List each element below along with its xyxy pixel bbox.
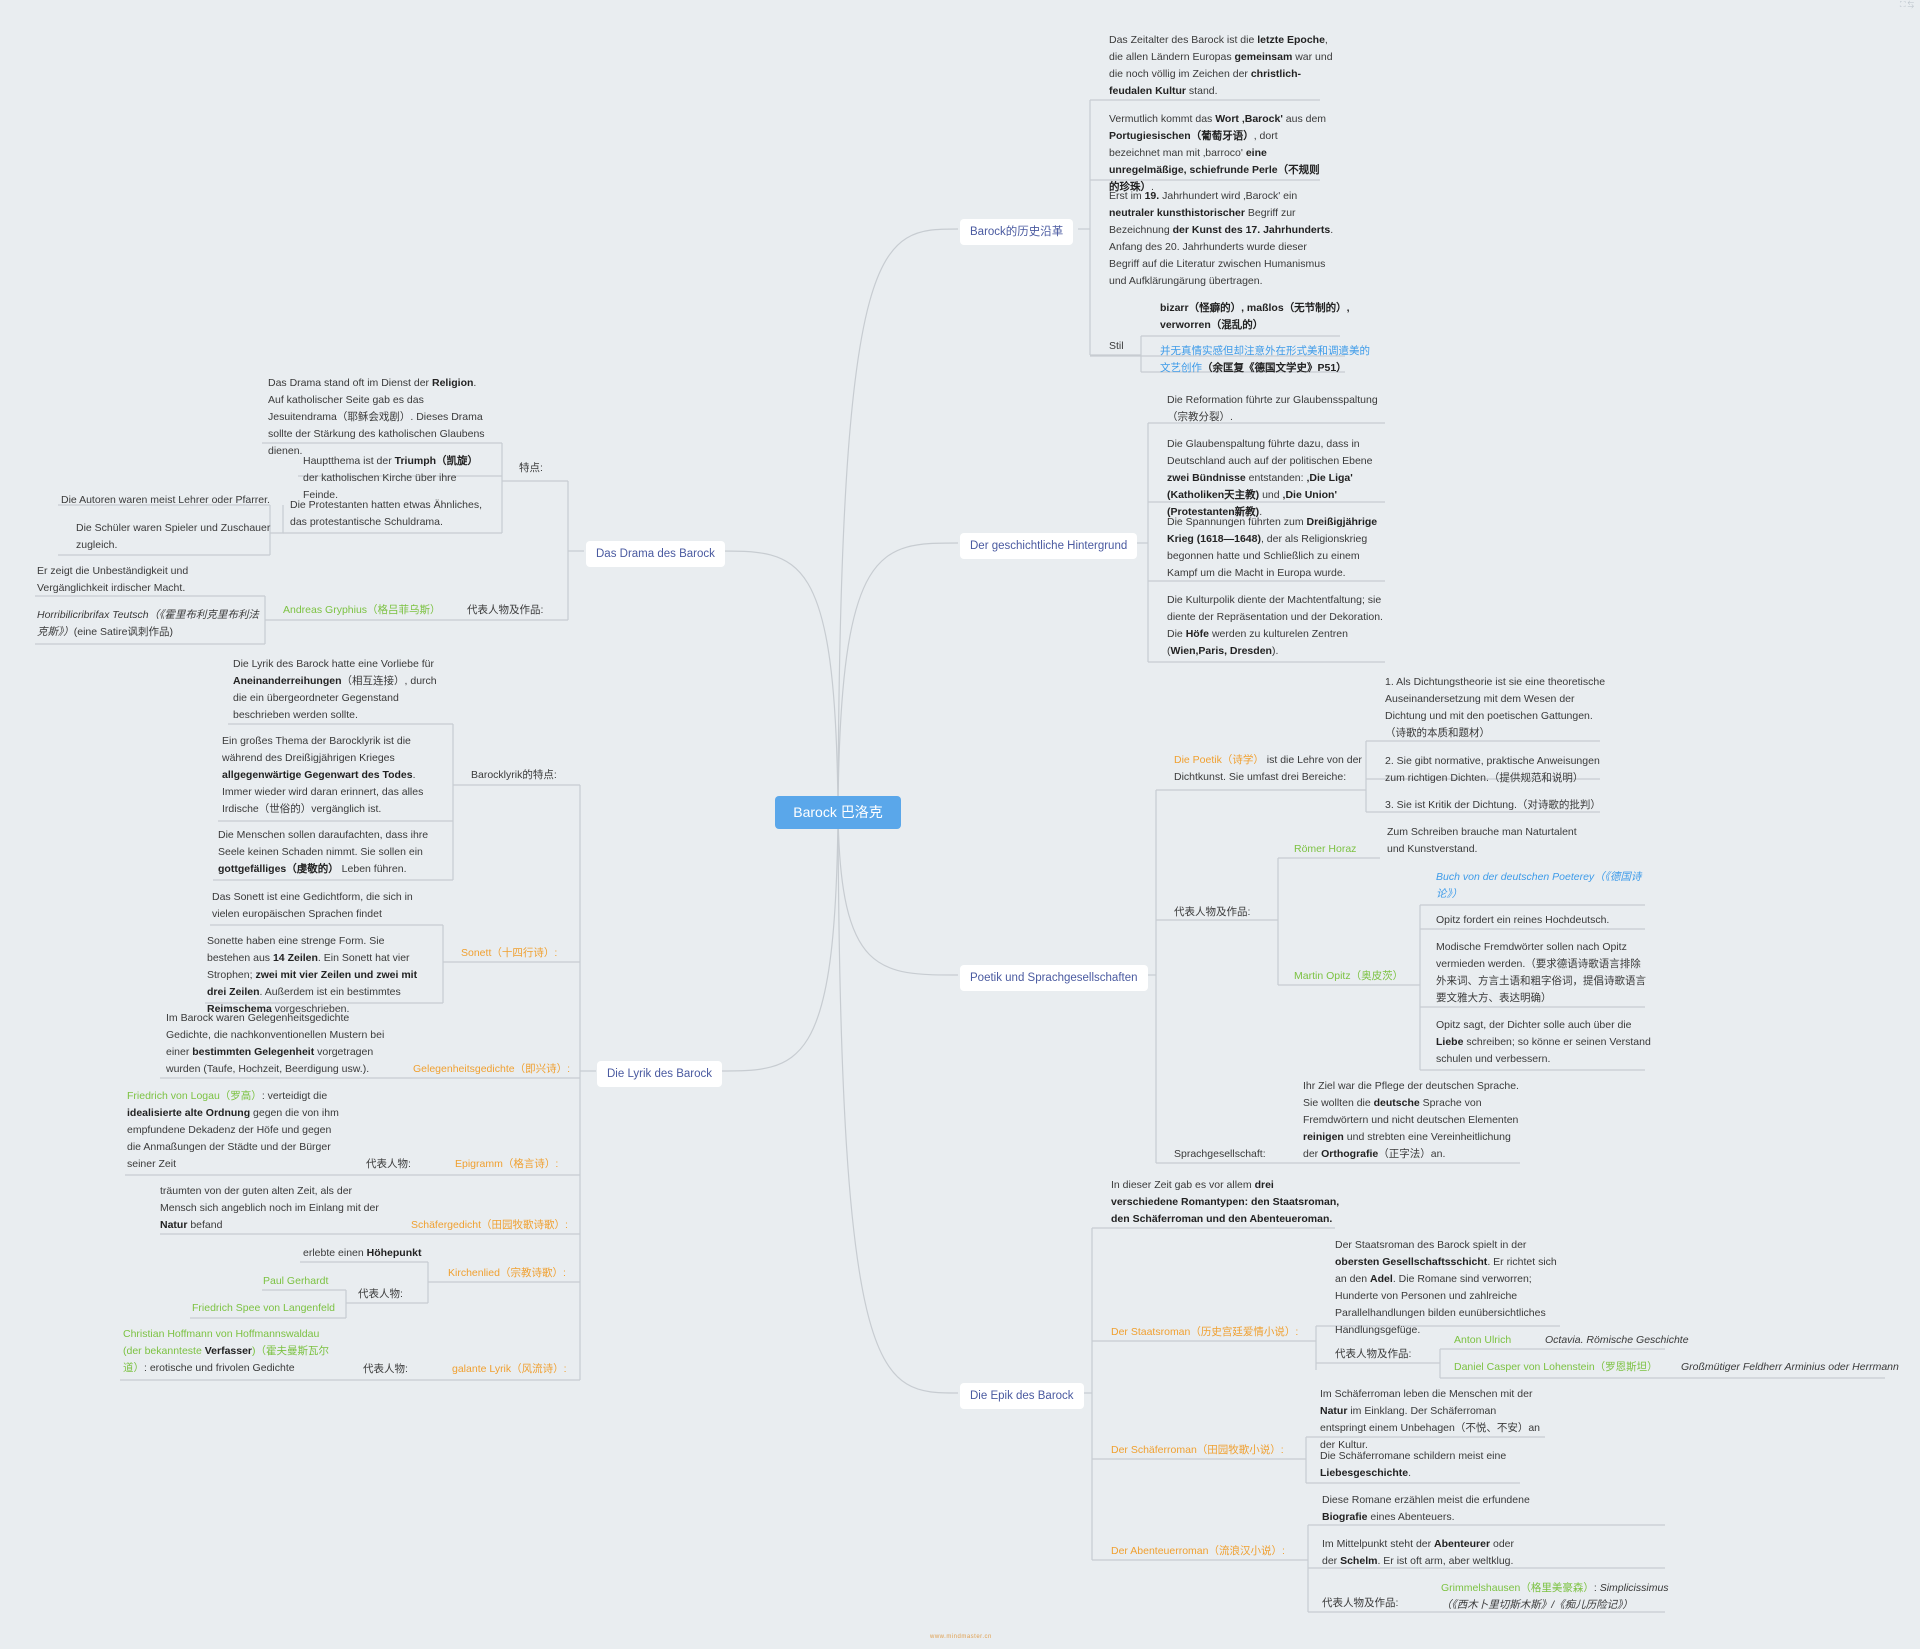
epik-aben-text-2: Im Mittelpunkt steht der Abenteurer oder… bbox=[1322, 1538, 1514, 1567]
epik-schaefer-text-2: Die Schäferromane schildern meist eine L… bbox=[1320, 1450, 1507, 1479]
epik-aben-text-1: Diese Romane erzählen meist die erfunden… bbox=[1322, 1494, 1530, 1523]
epik-staat-rep: 代表人物及作品: bbox=[1335, 1348, 1412, 1360]
lyrik-note-3: Die Menschen sollen daraufachten, dass i… bbox=[218, 829, 429, 875]
root-topic[interactable]: Barock 巴洛克 bbox=[775, 796, 901, 829]
lyrik-note-2: Ein großes Thema der Barocklyrik ist die… bbox=[222, 735, 424, 815]
lyrik-sch-label: Schäfergedicht（田园牧歌诗歌）: bbox=[411, 1219, 568, 1231]
epik-schaefer-label: Der Schäferroman（田园牧歌小说）: bbox=[1111, 1444, 1284, 1456]
epik-aben-label: Der Abenteuerroman（流浪汉小说）: bbox=[1111, 1545, 1285, 1557]
epik-daniel-work: Großmütiger Feldherr Arminius oder Herrm… bbox=[1681, 1361, 1899, 1373]
hinter-note-2: Die Glaubenspaltung führte dazu, dass in… bbox=[1167, 438, 1373, 518]
poetik-sprach-label: Sprachgesellschaft: bbox=[1174, 1148, 1266, 1160]
poetik-definition: Die Poetik（诗学） ist die Lehre von der Dic… bbox=[1174, 754, 1362, 783]
poetik-area-2: 2. Sie gibt normative, praktische Anweis… bbox=[1385, 755, 1600, 784]
sonett-note-2: Sonette haben eine strenge Form. Sie bes… bbox=[207, 935, 418, 1015]
history-note-1: Das Zeitalter des Barock ist die letzte … bbox=[1109, 34, 1333, 97]
opitz-note-1: Opitz fordert ein reines Hochdeutsch. bbox=[1436, 914, 1610, 926]
drama-note-4: Die Autoren waren meist Lehrer oder Pfar… bbox=[61, 494, 270, 506]
branch-poetik[interactable]: Poetik und Sprachgesellschaften bbox=[960, 965, 1148, 991]
branch-drama[interactable]: Das Drama des Barock bbox=[586, 541, 725, 567]
lyrik-note-1: Die Lyrik des Barock hatte eine Vorliebe… bbox=[233, 658, 437, 721]
lyrik-gel-label: Gelegenheitsgedichte（即兴诗）: bbox=[413, 1063, 570, 1075]
poetik-area-1: 1. Als Dichtungstheorie ist sie eine the… bbox=[1385, 676, 1606, 739]
gal-rep-label: 代表人物: bbox=[363, 1363, 408, 1375]
poetik-sprach-text: Ihr Ziel war die Pflege der deutschen Sp… bbox=[1303, 1080, 1519, 1160]
epik-anton-work: Octavia. Römische Geschichte bbox=[1545, 1334, 1689, 1346]
epik-grimm: Grimmelshausen（格里美豪森）: Simplicissimus（《西… bbox=[1441, 1582, 1669, 1611]
epik-staat-label: Der Staatsroman（历史宫廷爱情小说）: bbox=[1111, 1326, 1299, 1338]
poetik-area-3: 3. Sie ist Kritik der Dichtung.（对诗歌的批判） bbox=[1385, 799, 1601, 811]
drama-note-2: Hauptthema ist der Triumph（凯旋） der katho… bbox=[303, 455, 479, 501]
sch-text: träumten von der guten alten Zeit, als d… bbox=[160, 1185, 379, 1231]
branch-history[interactable]: Barock的历史沿革 bbox=[960, 219, 1074, 245]
gel-text: Im Barock waren Gelegenheitsgedichte Ged… bbox=[166, 1012, 385, 1075]
lyrik-merk-label: Barocklyrik的特点: bbox=[471, 769, 557, 781]
kirch-gerhardt: Paul Gerhardt bbox=[263, 1275, 329, 1287]
gal-text: Christian Hoffmann von Hoffmannswaldau (… bbox=[123, 1328, 330, 1374]
gryphius-note-2: Horribilicribrifax Teutsch（《霍里布利克里布利法克斯》… bbox=[37, 609, 259, 638]
history-stil-label: Stil bbox=[1109, 340, 1124, 352]
opitz-note-2: Modische Fremdwörter sollen nach Opitz v… bbox=[1436, 941, 1646, 1004]
hinter-note-4: Die Kulturpolik diente der Machtentfaltu… bbox=[1167, 594, 1383, 657]
kirch-rep-label: 代表人物: bbox=[358, 1288, 403, 1300]
hinter-note-1: Die Reformation führte zur Glaubensspalt… bbox=[1167, 394, 1378, 423]
poetik-opitz: Martin Opitz（奥皮茨） bbox=[1294, 970, 1404, 982]
epik-aben-rep: 代表人物及作品: bbox=[1322, 1597, 1399, 1609]
drama-merk-label: 特点: bbox=[519, 462, 543, 474]
drama-note-1: Das Drama stand oft im Dienst der Religi… bbox=[268, 377, 485, 457]
history-note-3: Erst im 19. Jahrhundert wird ‚Barock' ei… bbox=[1109, 190, 1334, 287]
lyrik-epi-label: Epigramm（格言诗）: bbox=[455, 1158, 559, 1170]
hinter-note-3: Die Spannungen führten zum Dreißigjährig… bbox=[1167, 516, 1378, 579]
lyrik-kirch-label: Kirchenlied（宗教诗歌）: bbox=[448, 1267, 566, 1279]
sonett-note-1: Das Sonett ist eine Gedichtform, die sic… bbox=[212, 891, 413, 920]
footer-watermark: www.mindmaster.cn bbox=[930, 1634, 992, 1640]
poetik-horaz: Römer Horaz bbox=[1294, 843, 1357, 855]
poetik-horaz-text: Zum Schreiben brauche man Naturtalent un… bbox=[1387, 826, 1577, 855]
history-stil-1: bizarr（怪癖的）, maßlos（无节制的）, verworren（混乱的… bbox=[1160, 302, 1350, 331]
epik-daniel: Daniel Casper von Lohenstein（罗恩斯坦） bbox=[1454, 1361, 1658, 1373]
drama-note-5: Die Schüler waren Spieler und Zuschauer … bbox=[76, 522, 271, 551]
history-note-2: Vermutlich kommt das Wort ‚Barock' aus d… bbox=[1109, 113, 1327, 193]
drama-note-3: Die Protestanten hatten etwas Ähnliches,… bbox=[290, 499, 483, 528]
drama-rep-label: 代表人物及作品: bbox=[467, 604, 544, 616]
window-controls-icon[interactable]: ⛶ ⇆ bbox=[1899, 0, 1914, 9]
epi-rep-label: 代表人物: bbox=[366, 1158, 411, 1170]
branch-lyrik[interactable]: Die Lyrik des Barock bbox=[597, 1061, 723, 1087]
epi-text: Friedrich von Logau（罗高）: verteidigt die … bbox=[127, 1090, 339, 1170]
history-stil-2: 并无真情实感但却注意外在形式美和调遣美的文艺创作（余匡复《德国文学史》P51） bbox=[1160, 345, 1370, 374]
opitz-note-3: Opitz sagt, der Dichter solle auch über … bbox=[1436, 1019, 1651, 1065]
lyrik-gal-label: galante Lyrik（风流诗）: bbox=[452, 1363, 567, 1375]
poetik-rep-label: 代表人物及作品: bbox=[1174, 906, 1251, 918]
drama-gryphius: Andreas Gryphius（格吕菲乌斯） bbox=[283, 604, 441, 616]
epik-intro: In dieser Zeit gab es vor allem drei ver… bbox=[1111, 1179, 1340, 1225]
epik-schaefer-text-1: Im Schäferroman leben die Menschen mit d… bbox=[1320, 1388, 1541, 1451]
branch-hintergrund[interactable]: Der geschichtliche Hintergrund bbox=[960, 533, 1138, 559]
gryphius-note-1: Er zeigt die Unbeständigkeit und Vergäng… bbox=[37, 565, 189, 594]
kirch-text: erlebte einen Höhepunkt bbox=[303, 1247, 422, 1259]
kirch-spee: Friedrich Spee von Langenfeld bbox=[192, 1302, 336, 1314]
epik-staat-text: Der Staatsroman des Barock spielt in der… bbox=[1335, 1239, 1557, 1336]
branch-epik[interactable]: Die Epik des Barock bbox=[960, 1383, 1084, 1409]
epik-anton: Anton Ulrich bbox=[1454, 1334, 1512, 1346]
opitz-work: Buch von der deutschen Poeterey（《德国诗论》） bbox=[1436, 871, 1642, 900]
lyrik-sonett-label: Sonett（十四行诗）: bbox=[461, 947, 558, 959]
